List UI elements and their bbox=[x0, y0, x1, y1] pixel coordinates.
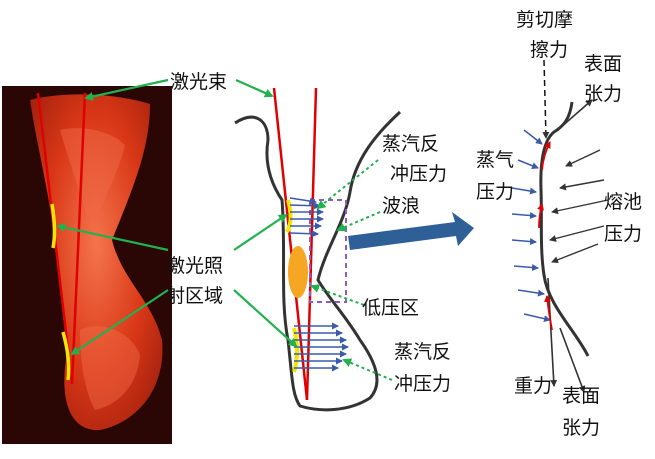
label-vapor-recoil-bottom-2: 冲压力 bbox=[394, 373, 451, 395]
vapor-arrows-lower bbox=[294, 322, 349, 372]
vapor-pressure-arrows bbox=[511, 129, 551, 323]
label-irradiated-2: 射区域 bbox=[166, 285, 223, 307]
force-detail bbox=[511, 59, 609, 393]
label-surface-tension-top-1: 表面 bbox=[584, 53, 622, 75]
label-vapor-pressure-2: 压力 bbox=[476, 181, 514, 203]
label-shear-1: 剪切摩 bbox=[516, 9, 573, 31]
wave-region-box bbox=[309, 199, 347, 303]
laser-line-mid-b bbox=[305, 87, 318, 401]
laser-line-mid-a bbox=[272, 87, 309, 401]
melt-pool-arrows bbox=[549, 149, 609, 264]
leader-lines bbox=[56, 78, 298, 356]
shear-red-arrows bbox=[537, 141, 553, 331]
keyhole-schematic bbox=[234, 87, 402, 412]
laser-line-left-b bbox=[70, 92, 87, 385]
melt-surface-curve bbox=[539, 101, 590, 357]
melt-blob bbox=[288, 246, 308, 298]
label-laser-beam: 激光束 bbox=[170, 71, 227, 93]
label-melt-pool-2: 压力 bbox=[604, 223, 642, 245]
label-vapor-recoil-top-2: 冲压力 bbox=[390, 163, 447, 185]
dotted-leaders bbox=[310, 159, 393, 381]
label-melt-pool-1: 熔池 bbox=[604, 191, 642, 213]
shear-arrow bbox=[542, 59, 550, 139]
label-vapor-recoil-bottom-1: 蒸汽反 bbox=[394, 341, 451, 363]
vapor-arrows-upper bbox=[289, 197, 324, 238]
label-shear-2: 擦力 bbox=[530, 39, 568, 61]
irradiated-zone-upper bbox=[50, 203, 57, 249]
zoom-arrow bbox=[348, 212, 474, 250]
label-vapor-pressure-1: 蒸气 bbox=[476, 149, 514, 171]
label-irradiated-1: 激光照 bbox=[166, 255, 223, 277]
surface-tension-arrow-top bbox=[559, 99, 593, 129]
label-low-pressure: 低压区 bbox=[362, 297, 419, 319]
label-surface-tension-bottom-2: 张力 bbox=[562, 417, 600, 439]
keyhole-outline bbox=[234, 110, 402, 412]
irradiated-zone-mid-lower bbox=[292, 327, 299, 373]
surface-tension-arrow-bottom bbox=[559, 327, 586, 393]
label-gravity: 重力 bbox=[514, 375, 552, 397]
label-surface-tension-bottom-1: 表面 bbox=[562, 385, 600, 407]
label-wave: 波浪 bbox=[382, 195, 420, 217]
label-surface-tension-top-2: 张力 bbox=[584, 83, 622, 105]
irradiated-zone-lower bbox=[61, 331, 71, 381]
keyhole-photo bbox=[2, 86, 172, 444]
label-vapor-recoil-top-1: 蒸汽反 bbox=[382, 133, 439, 155]
